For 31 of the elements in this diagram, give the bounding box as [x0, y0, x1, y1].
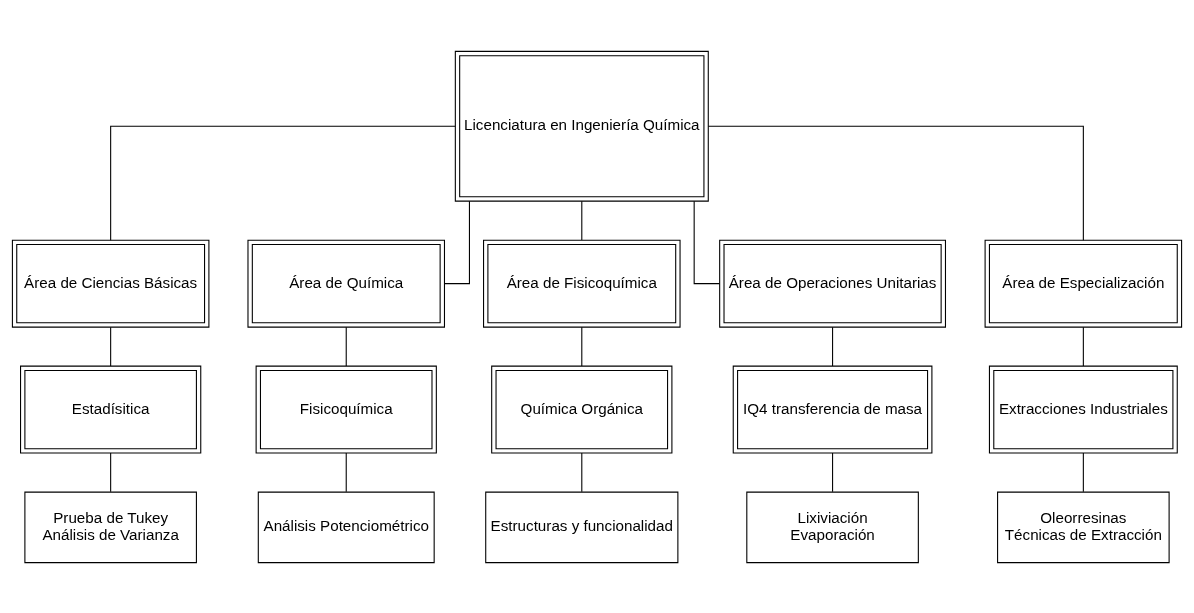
node-box: Área de Operaciones Unitarias: [719, 239, 947, 328]
connector: [110, 125, 456, 241]
connector: [707, 125, 1084, 241]
connector: [1082, 326, 1084, 367]
node-box: Extracciones Industriales: [988, 365, 1178, 454]
connector: [345, 452, 347, 492]
node-box: Química Orgánica: [491, 365, 673, 454]
connector: [1082, 452, 1084, 492]
connector: [443, 200, 470, 284]
connector: [110, 326, 112, 367]
connector: [581, 200, 583, 241]
node-box: Área de Especialización: [984, 239, 1183, 328]
connector: [110, 452, 112, 492]
node-box: Estructuras y funcionalidad: [485, 491, 679, 563]
connector: [832, 452, 834, 492]
node-box: Área de Ciencias Básicas: [11, 239, 210, 328]
node-box: Licenciatura en Ingeniería Química: [454, 50, 709, 202]
node-box: Estadísitica: [20, 365, 202, 454]
connector: [345, 326, 347, 367]
connector: [832, 326, 834, 367]
node-box: Lixiviación Evaporación: [746, 491, 919, 563]
connector: [581, 326, 583, 367]
node-box: Análisis Potenciométrico: [257, 491, 435, 563]
node-box: Área de Fisicoquímica: [483, 239, 681, 328]
node-box: Fisicoquímica: [255, 365, 437, 454]
connector: [581, 452, 583, 492]
node-box: Área de Química: [247, 239, 445, 328]
node-box: IQ4 transferencia de masa: [732, 365, 933, 454]
connector: [693, 200, 721, 284]
node-box: Oleorresinas Técnicas de Extracción: [997, 491, 1170, 563]
node-box: Prueba de Tukey Análisis de Varianza: [24, 491, 197, 563]
